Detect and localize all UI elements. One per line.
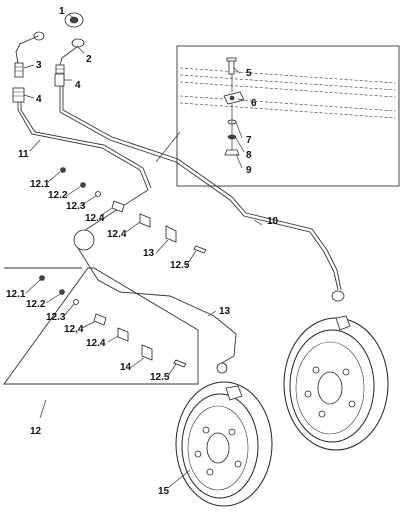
wheel-cylinder-fitting-right xyxy=(331,290,345,302)
callout-lower-12-4b: 12.4 xyxy=(86,338,106,349)
callout-upper-12-4b: 12.4 xyxy=(107,229,127,240)
bracket-bolt xyxy=(226,57,237,75)
hose-top-right xyxy=(59,45,79,66)
callout-11: 11 xyxy=(18,149,29,160)
detail-marker-circle xyxy=(73,229,95,251)
fastener-set-upper xyxy=(60,167,207,254)
callout-upper-12-3: 12.3 xyxy=(66,201,86,212)
callout-9: 9 xyxy=(246,165,252,176)
brake-pipe-10 xyxy=(59,86,339,291)
callout-13-upper: 13 xyxy=(143,248,155,259)
callout-labels: 1 2 3 4 4 5 6 7 8 9 10 11 12 13 13 14 15… xyxy=(6,6,279,497)
nut xyxy=(224,149,240,156)
hose-banjo-left xyxy=(33,31,45,41)
brake-pipe-10-inner xyxy=(62,86,342,291)
callout-lower-12-2: 12.2 xyxy=(26,299,46,310)
callout-15: 15 xyxy=(158,486,170,497)
callout-lower-12-3: 12.3 xyxy=(46,312,66,323)
callout-8: 8 xyxy=(246,150,252,161)
callout-13-lower: 13 xyxy=(219,306,231,317)
detail-inset-frame xyxy=(155,45,400,187)
callout-4-left: 4 xyxy=(36,94,42,105)
callout-lower-12-1: 12.1 xyxy=(6,289,26,300)
wheel-rear-right xyxy=(283,315,389,451)
callout-upper-12-4a: 12.4 xyxy=(85,213,105,224)
callout-4-right: 4 xyxy=(75,80,81,91)
callout-12: 12 xyxy=(30,426,42,437)
union-nut-left xyxy=(14,62,24,78)
hose-top-left xyxy=(15,35,39,64)
callout-5: 5 xyxy=(246,68,252,79)
adapter-right xyxy=(54,73,65,87)
callout-upper-12-5: 12.5 xyxy=(170,260,190,271)
callout-10: 10 xyxy=(267,216,279,227)
callout-7: 7 xyxy=(246,135,252,146)
callout-lower-12-4a: 12,4 xyxy=(64,324,84,335)
brake-pipe-11-inner xyxy=(20,102,152,189)
hose-banjo-right xyxy=(71,38,85,48)
callout-1: 1 xyxy=(59,6,65,17)
callout-6: 6 xyxy=(251,98,257,109)
callout-upper-12-1: 12.1 xyxy=(30,179,50,190)
leader-lines xyxy=(23,13,263,489)
callout-upper-12-2: 12.2 xyxy=(48,190,68,201)
fastener-set-lower xyxy=(39,275,187,368)
callout-14: 14 xyxy=(120,362,132,373)
wheel-cylinder-fitting-left xyxy=(216,362,228,374)
callout-2: 2 xyxy=(86,54,92,65)
callout-3: 3 xyxy=(36,60,42,71)
lower-inset-frame xyxy=(3,267,199,385)
wheel-front-left xyxy=(175,381,273,507)
rubber-grommet xyxy=(64,12,84,28)
adapter-left xyxy=(12,87,25,103)
callout-lower-12-5: 12.5 xyxy=(150,372,170,383)
